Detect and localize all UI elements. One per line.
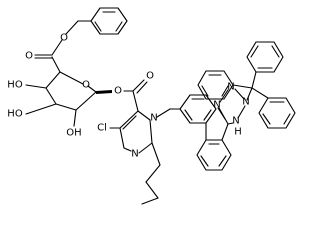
benzyl-o-bond xyxy=(65,20,79,35)
butyl-bond-4 xyxy=(141,197,159,205)
trityl-phenyl-right xyxy=(258,97,296,129)
butyl-bond-2 xyxy=(145,164,161,183)
glucuronide-ring xyxy=(45,71,97,111)
glycoside-carbonyl-double-1 xyxy=(132,79,145,92)
glycoside-oxygen-label: O xyxy=(114,86,122,97)
ho2-bond xyxy=(25,103,57,115)
trityl-phenyl-top xyxy=(246,41,284,73)
ester-oxygen-label: O xyxy=(60,33,68,44)
ester-to-ring-bond xyxy=(51,56,61,73)
ring-oxygen-label: O xyxy=(82,80,90,91)
butyl-bond-3 xyxy=(145,181,159,199)
imidazole-ester-oxygen-label: O xyxy=(146,71,154,82)
butyl-bond-1 xyxy=(151,142,161,166)
imidazole-nitrogen-label-1: N xyxy=(150,113,157,124)
n-ch2-bond xyxy=(156,108,171,118)
tetrazole-ring xyxy=(217,88,246,125)
oh3-bond xyxy=(73,109,77,127)
ester-carbonyl-oxygen-label: O xyxy=(25,51,33,62)
imidazole-ring xyxy=(119,110,153,154)
chemical-structure-diagram: O O HO HO OH O O O Cl N N N N N N H xyxy=(7,7,296,205)
tetrazole-nitrogen-label-1: N xyxy=(213,100,220,111)
ester-o-carbon-bond xyxy=(51,39,63,56)
chloro-label: Cl xyxy=(97,123,107,134)
trityl-phenyl-left xyxy=(197,70,234,100)
glycoside-carbonyl-double-2 xyxy=(136,81,148,94)
tetrazole-nitrogen-label-3: N xyxy=(242,97,249,108)
carbonyl-to-imidazole-bond xyxy=(132,90,139,112)
biphenyl-ring-2 xyxy=(196,139,232,171)
benzyl-phenyl-ring xyxy=(90,7,128,35)
biphenyl-ring-1 xyxy=(179,94,217,124)
tetrazole-trityl-bond xyxy=(246,87,253,101)
hydroxyl-label-2: HO xyxy=(7,109,23,120)
hydroxyl-label-1: HO xyxy=(7,80,23,91)
phenyl-tetrazole-bond xyxy=(221,123,229,141)
hydroxyl-label-3: OH xyxy=(66,128,81,139)
tetrazole-hydrogen-label: H xyxy=(234,127,242,138)
imidazole-nitrogen-label-2: N xyxy=(131,149,138,160)
trityl-bond-left xyxy=(232,84,253,89)
tetrazole-nitrogen-label-4: N xyxy=(232,116,239,127)
glycoside-wedge-bond xyxy=(96,90,112,94)
trityl-bond-right xyxy=(251,87,269,99)
trityl-bond-up xyxy=(251,71,257,89)
tetrazole-nitrogen-label-2: N xyxy=(227,82,234,93)
ho1-bond xyxy=(25,84,47,89)
